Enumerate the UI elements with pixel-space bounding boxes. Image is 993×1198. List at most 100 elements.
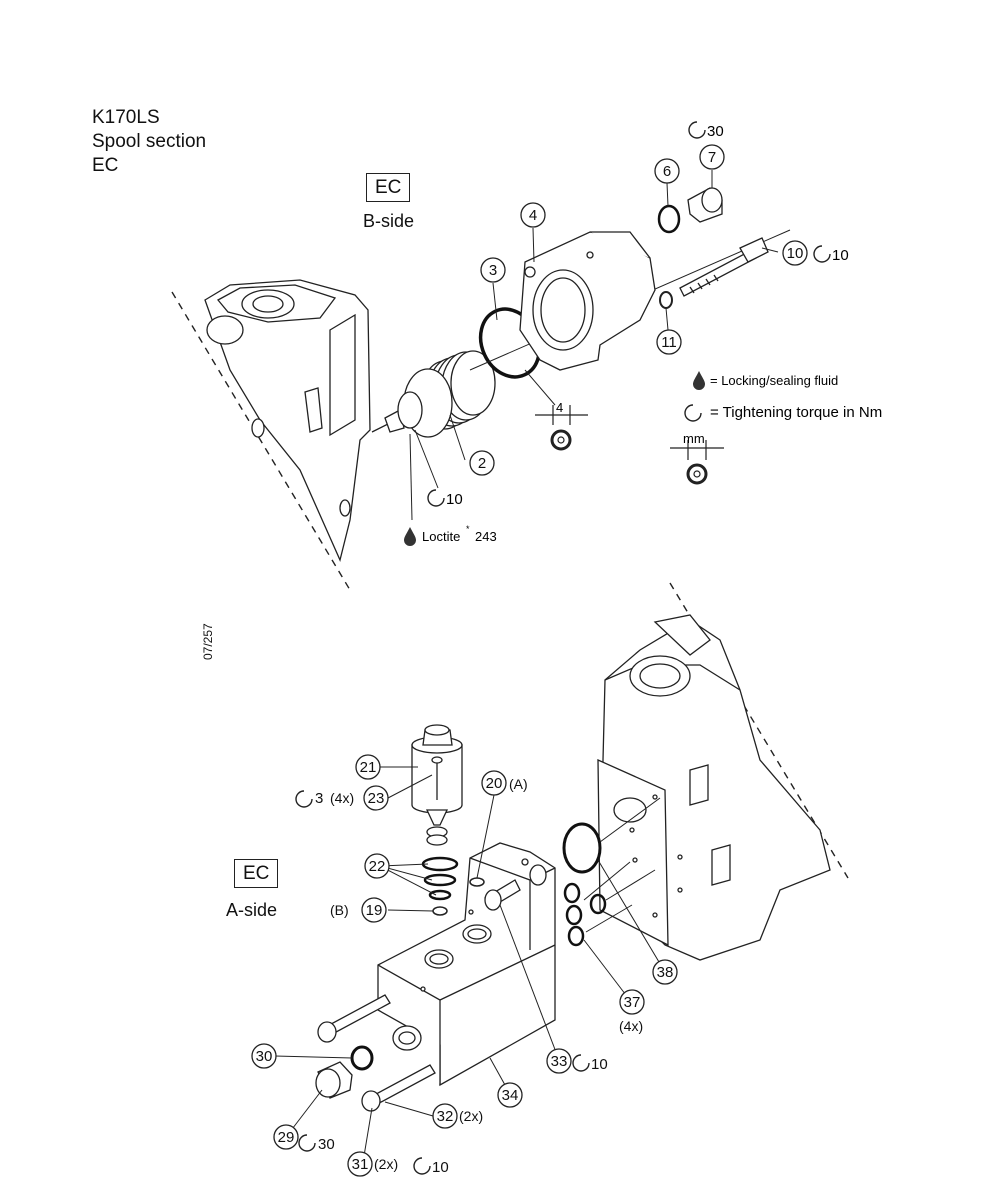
callout-22 — [364, 853, 390, 879]
ec-box-lower: EC — [234, 859, 279, 888]
torque-icon-3 — [295, 790, 313, 808]
valve-body-upper — [204, 279, 371, 562]
torque-icon-10-31 — [413, 1157, 431, 1175]
torque-icon-10-screw — [813, 245, 831, 263]
torque-3-value: 3 — [315, 790, 323, 807]
callout-29 — [273, 1124, 299, 1150]
housing-part-34 — [377, 842, 556, 1087]
dimension-4 — [535, 405, 588, 451]
title-block: K170LS Spool section EC — [92, 106, 206, 178]
callout-31 — [347, 1151, 373, 1177]
screw-part-33 — [484, 879, 521, 911]
callout-10-label: 10 — [787, 245, 804, 262]
valve-body-lower — [597, 614, 831, 961]
callout-30-label: 30 — [256, 1048, 273, 1065]
callout-34-label: 34 — [502, 1087, 519, 1104]
callout-21 — [355, 754, 381, 780]
callout-22-label: 22 — [369, 858, 386, 875]
callout-3-label: 3 — [489, 262, 497, 279]
callout-11 — [656, 329, 682, 355]
callout-4 — [520, 202, 546, 228]
callout-32 — [432, 1103, 458, 1129]
fluid-drop-icon-legend — [693, 371, 705, 390]
callout-34 — [497, 1082, 523, 1108]
torque-icon-30-29 — [298, 1134, 316, 1152]
fluid-drop-icon-loctite — [404, 527, 416, 546]
callout-33-label: 33 — [551, 1053, 568, 1070]
torque-icon-30 — [688, 121, 706, 139]
callout-33 — [546, 1048, 572, 1074]
washer-part-30 — [350, 1045, 374, 1071]
callout-10 — [782, 240, 808, 266]
seal-part-20 — [469, 877, 485, 887]
callout-2 — [469, 450, 495, 476]
title-variant: EC — [92, 155, 119, 176]
callout-23 — [363, 785, 389, 811]
callout-7 — [699, 144, 725, 170]
cover-part-4 — [519, 231, 656, 371]
side-label-upper: B-side — [363, 211, 415, 231]
callout-38 — [652, 959, 678, 985]
callout-7-label: 7 — [708, 149, 716, 166]
o-rings-part-37 — [563, 882, 607, 947]
title-section: Spool section — [92, 131, 207, 152]
callout-11-label: 11 — [661, 334, 677, 351]
title-model: K170LS — [92, 107, 160, 128]
callout-30 — [251, 1043, 277, 1069]
screw-part-32 — [317, 994, 391, 1043]
annotation-4x-23: (4x) — [330, 790, 354, 806]
callout-37-label: 37 — [624, 994, 641, 1011]
torque-10-33-value: 10 — [591, 1056, 608, 1073]
o-ring-part-38 — [562, 822, 602, 874]
torque-30-29-value: 30 — [318, 1136, 335, 1153]
callout-21-label: 21 — [360, 759, 377, 776]
annotation-2x-32: (2x) — [459, 1108, 483, 1124]
annotation-a: (A) — [509, 776, 528, 792]
side-label-lower: A-side — [226, 900, 278, 920]
callout-23-label: 23 — [368, 790, 385, 807]
loctite-asterisk: * — [466, 524, 470, 534]
annotation-4x-37: (4x) — [619, 1018, 643, 1034]
callout-20-label: 20 — [486, 775, 503, 792]
callout-6-label: 6 — [663, 163, 671, 180]
plug-part-7 — [687, 187, 723, 223]
cut-line-upper — [171, 291, 351, 591]
mm-dimension-icon — [670, 440, 724, 485]
screw-part-10 — [679, 237, 769, 297]
loctite-number: 243 — [475, 529, 497, 544]
callout-3 — [480, 257, 506, 283]
legend-fluid: = Locking/sealing fluid — [710, 373, 838, 388]
callout-32-label: 32 — [437, 1108, 454, 1125]
callout-2-label: 2 — [478, 455, 486, 472]
legend-mm: mm — [683, 431, 705, 446]
torque-10-31-value: 10 — [432, 1159, 449, 1176]
callout-4-label: 4 — [529, 207, 537, 224]
annotation-b: (B) — [330, 902, 349, 918]
seal-part-19 — [432, 906, 448, 916]
callout-19 — [361, 897, 387, 923]
torque-10-spool-value: 10 — [446, 491, 463, 508]
dimension-4-label: 4 — [556, 400, 563, 415]
legend-torque: = Tightening torque in Nm — [710, 404, 882, 421]
plug-part-29 — [315, 1061, 353, 1099]
o-ring-part-6 — [657, 204, 681, 234]
torque-10-screw-value: 10 — [832, 247, 849, 264]
washer-part-11 — [659, 291, 673, 309]
torque-icon-10-spool — [427, 489, 445, 507]
annotation-2x-31: (2x) — [374, 1156, 398, 1172]
spool-part-2 — [371, 350, 496, 438]
loctite-label: Loctite — [422, 529, 460, 544]
ec-box-upper: EC — [366, 173, 411, 202]
solenoid-part-21 — [411, 724, 463, 846]
callout-6 — [654, 158, 680, 184]
torque-icon-10-33 — [572, 1054, 590, 1072]
screw-part-31 — [361, 1064, 436, 1112]
callout-38-label: 38 — [657, 964, 674, 981]
callout-20 — [481, 770, 507, 796]
torque-30-value: 30 — [707, 123, 724, 140]
callout-19-label: 19 — [366, 902, 383, 919]
callout-31-label: 31 — [352, 1156, 369, 1173]
callout-37 — [619, 989, 645, 1015]
callout-29-label: 29 — [278, 1129, 295, 1146]
